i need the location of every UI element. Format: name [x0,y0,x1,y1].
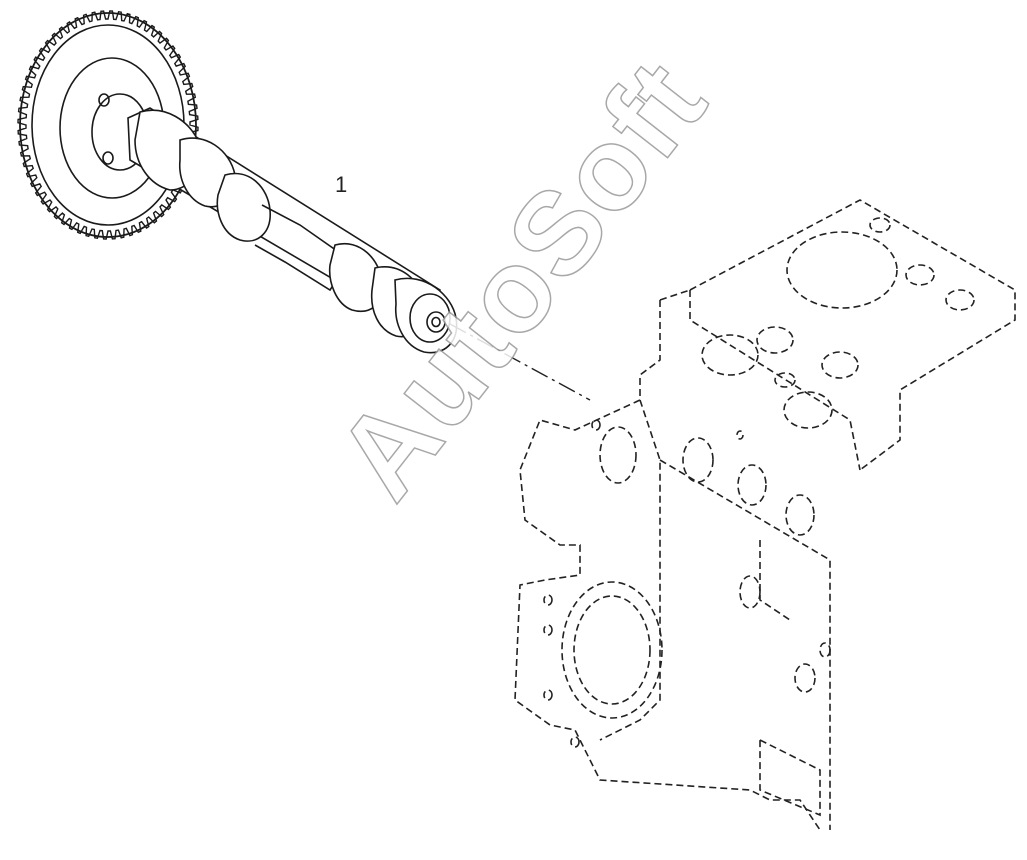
camshaft [127,107,458,354]
part-callout-label: 1 [335,172,348,197]
alignment-centerline [449,323,591,401]
engine-block-outline [514,199,1016,831]
